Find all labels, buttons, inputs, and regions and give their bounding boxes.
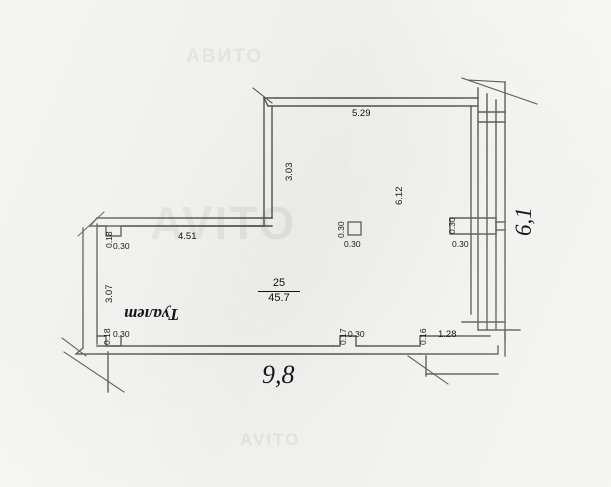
dim-lower-left-door-width: 0.30: [113, 329, 130, 339]
column-center: [347, 221, 362, 236]
dim-lower-left-door-depth: 0.18: [102, 328, 112, 345]
dim-bottom-right-offset: 0.16: [418, 328, 428, 345]
dim-upper-left-door-width: 0.30: [113, 241, 130, 251]
room-tag-rule: [258, 290, 300, 292]
dim-bottom-right-run: 1.28: [438, 329, 457, 340]
handwritten-toilet-label: Туалет: [124, 305, 180, 324]
dim-niche-horizontal: 4.51: [178, 231, 197, 242]
dim-bottom-door-width: 0.30: [348, 329, 365, 339]
dim-right-pier-width: 0.30: [452, 239, 469, 249]
hatch-niche-left: [77, 211, 105, 237]
hatch-bottom-left-b: [63, 351, 125, 393]
dim-bottom-door-depth: 0.17: [338, 328, 348, 345]
dim-column-width: 0.30: [344, 239, 361, 249]
dim-right-pier-height: 0.30: [447, 217, 457, 234]
room-number: 25: [272, 277, 286, 289]
wall-bottom-right-outer: [419, 345, 499, 355]
hatch-top-left: [252, 87, 273, 104]
handwritten-bottom-overall: 9,8: [262, 360, 295, 389]
dim-niche-vertical: 3.03: [284, 162, 295, 182]
dim-interior-vertical: 6.12: [394, 186, 405, 206]
dim-top-wall: 5.29: [352, 108, 371, 119]
room-area: 45.7: [268, 291, 290, 304]
hatch-bottom-right: [407, 355, 449, 385]
dim-column-height: 0.30: [336, 221, 346, 238]
handwritten-right-overall: 6,1: [511, 207, 536, 236]
room-tag: 25 45.7: [258, 277, 300, 304]
dim-left-lower-vertical: 3.07: [104, 284, 115, 304]
